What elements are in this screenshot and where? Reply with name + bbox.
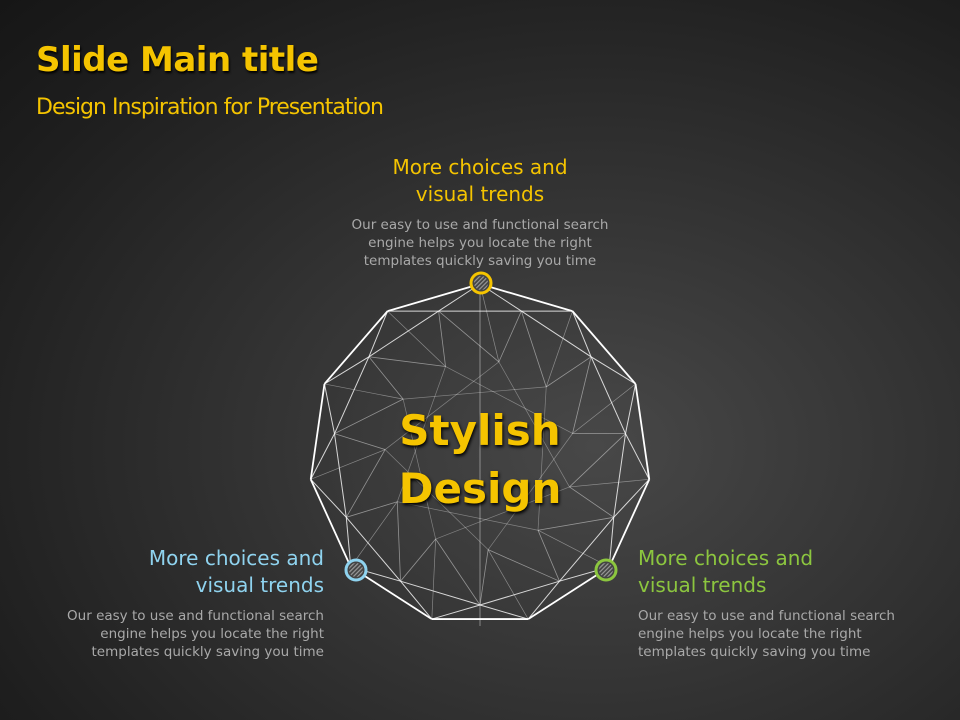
wire-edge xyxy=(479,580,560,606)
wire-edge xyxy=(334,433,386,450)
wire-edge xyxy=(445,366,573,434)
wire-edge xyxy=(479,604,529,620)
wire-edge xyxy=(400,538,436,582)
wire-edge xyxy=(571,310,592,357)
wire-edge xyxy=(479,283,573,313)
wire-edge xyxy=(431,604,481,620)
wire-edge xyxy=(400,580,481,606)
wire-edge xyxy=(309,478,352,568)
wire-edge xyxy=(487,549,529,620)
wire-edge xyxy=(479,283,500,362)
wire-edge xyxy=(487,549,560,582)
center-line-1: Stylish xyxy=(399,406,561,455)
wire-edge xyxy=(368,356,446,367)
wire-edge xyxy=(487,433,573,550)
wire-edge xyxy=(435,486,570,540)
wire-edge xyxy=(368,310,439,358)
wire-edge xyxy=(608,478,651,568)
wire-edge xyxy=(402,399,437,540)
wire-edge xyxy=(438,310,500,363)
wire-edge xyxy=(634,383,651,480)
wire-edge xyxy=(431,539,437,620)
wire-edge xyxy=(625,433,650,480)
wire-edge xyxy=(435,538,481,606)
wire-edge xyxy=(323,383,335,434)
wire-edge xyxy=(346,501,398,518)
wire-edge xyxy=(384,449,489,550)
wire-edge xyxy=(613,433,626,518)
slide-title: Slide Main title xyxy=(36,40,319,80)
wire-edge xyxy=(368,310,389,357)
wire-edge xyxy=(479,549,489,606)
wire-edge xyxy=(403,386,547,400)
wire-edge xyxy=(310,478,347,518)
wire-edge xyxy=(334,433,347,518)
wire-edge xyxy=(438,311,446,367)
wire-edge xyxy=(537,530,560,582)
center-line-2: Design xyxy=(398,464,562,513)
wire-edge xyxy=(309,383,326,480)
wire-edge xyxy=(521,310,592,358)
wire-edge xyxy=(334,398,404,435)
wire-edge xyxy=(537,386,547,531)
wire-edge xyxy=(400,580,433,620)
wire-edge xyxy=(590,356,636,385)
wire-edge xyxy=(613,478,650,518)
wire-edge xyxy=(350,501,398,568)
wire-edge xyxy=(537,516,614,531)
wire-edge xyxy=(521,310,547,388)
wire-edge xyxy=(625,383,637,434)
wire-edge xyxy=(527,566,610,620)
wire-edge xyxy=(345,516,401,582)
wire-edge xyxy=(545,311,573,387)
wire-edge xyxy=(569,433,626,488)
wire-edge xyxy=(572,356,592,434)
wire-edge xyxy=(569,486,614,518)
wire-edge xyxy=(368,356,404,400)
wire-edge xyxy=(310,449,386,480)
wire-edge xyxy=(569,478,650,488)
slide-subtitle: Design Inspiration for Presentation xyxy=(36,95,384,120)
wire-edge xyxy=(345,449,386,518)
wire-edge xyxy=(310,433,335,480)
wire-edge xyxy=(324,356,370,385)
wire-edge xyxy=(572,383,636,434)
wire-edge xyxy=(396,501,401,582)
wire-edge xyxy=(608,517,615,568)
wire-edge xyxy=(559,516,615,582)
wire-edge xyxy=(527,580,560,620)
wire-edge xyxy=(571,310,637,385)
wire-edge xyxy=(498,361,570,488)
wire-edge xyxy=(324,383,404,400)
wire-edge xyxy=(397,501,539,531)
wire-edge xyxy=(387,310,446,367)
wire-edge xyxy=(590,356,626,434)
wire-edge xyxy=(498,310,522,363)
wire-edge xyxy=(545,356,592,388)
wire-edge xyxy=(396,366,446,502)
wire-edge xyxy=(387,283,481,313)
wire-edge xyxy=(345,517,352,568)
wire-edge xyxy=(323,310,389,385)
center-label: Stylish Design xyxy=(380,402,580,518)
wire-edge xyxy=(334,356,370,434)
wire-edge xyxy=(537,529,610,568)
